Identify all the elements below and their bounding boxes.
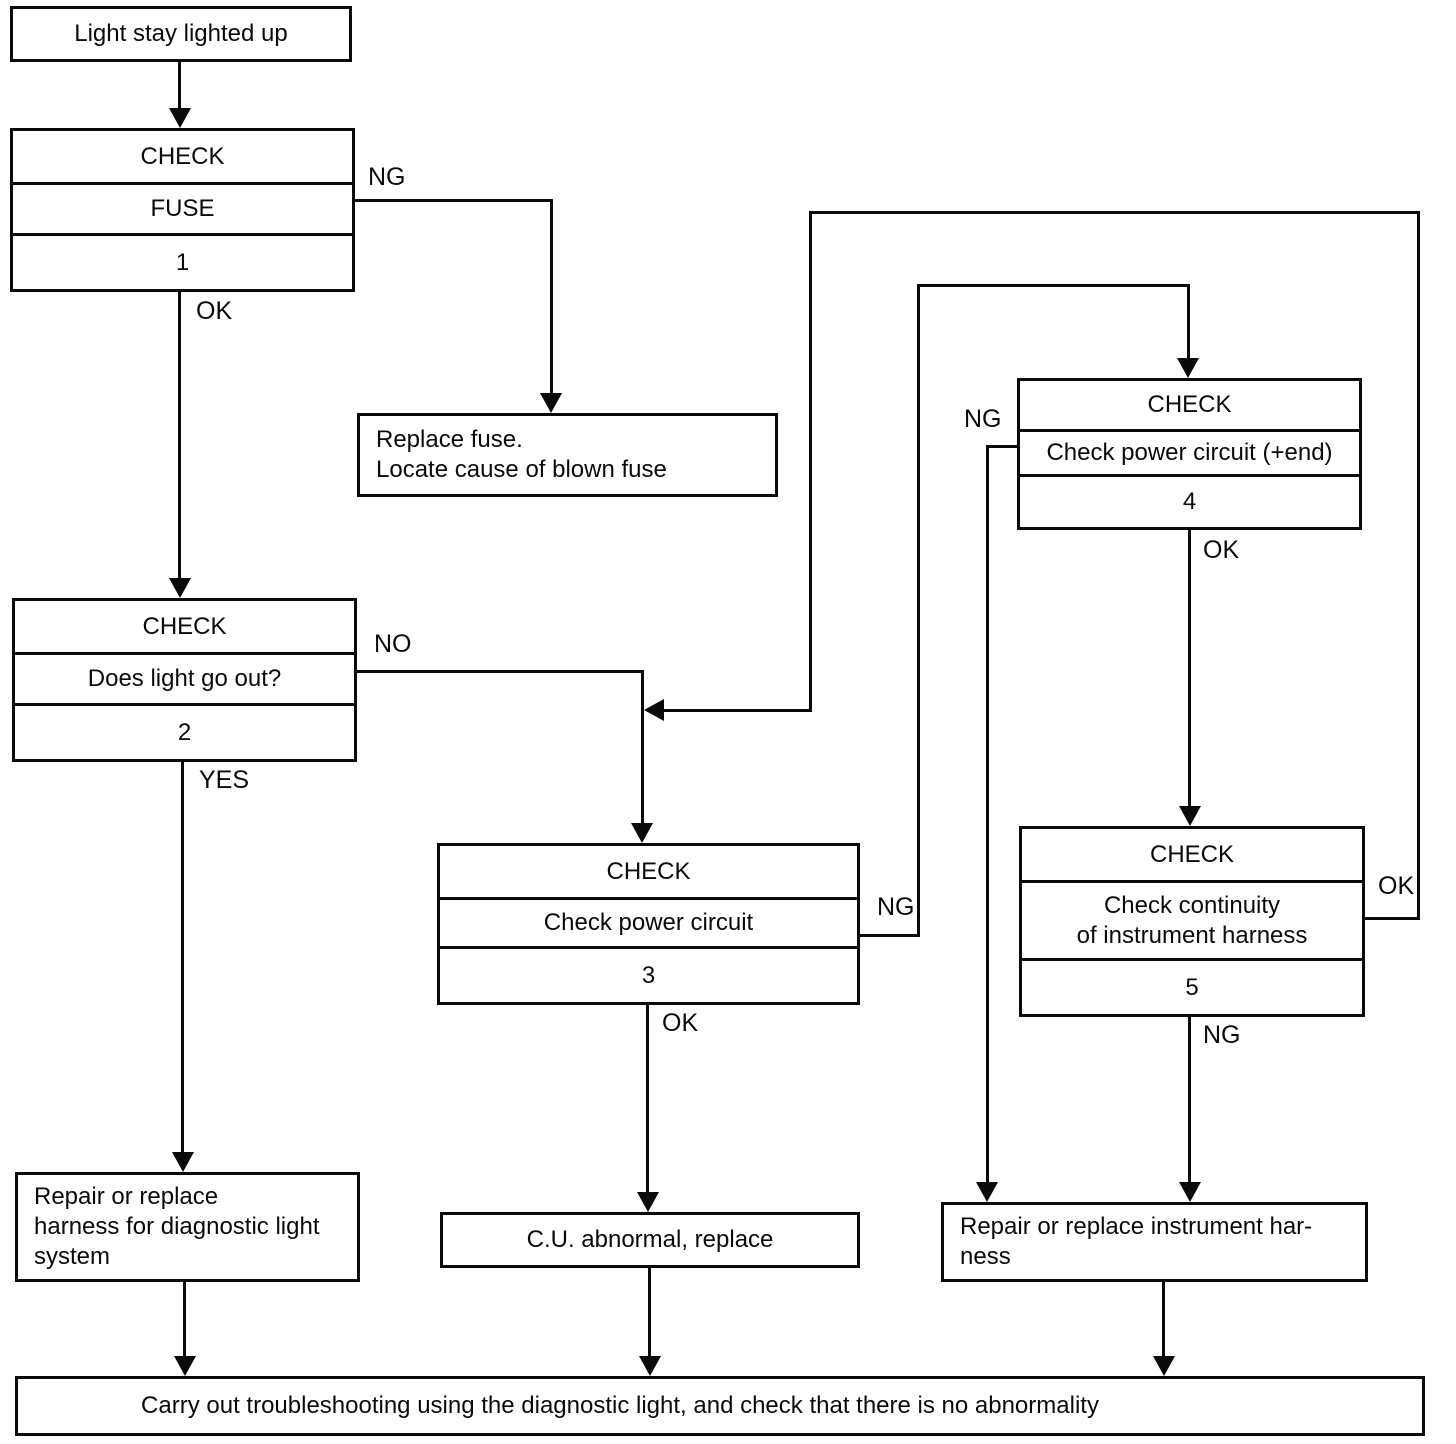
action-line: harness for diagnostic light [34,1213,320,1240]
edge-check1-ng [355,199,553,202]
check-header: CHECK [1022,829,1362,883]
check-header: CHECK [15,601,354,655]
edge-check5-ok [809,211,812,712]
check-body: Does light go out? [15,655,354,706]
check-step-number: 3 [641,961,656,989]
edge-label-check2-yes: YES [197,766,252,795]
edge-check3-ng [917,284,920,937]
arrow-down-icon [1177,358,1199,378]
arrow-down-icon [540,393,562,413]
edge-label-check2-no: NO [372,630,414,659]
edge-check5-ok [1365,917,1420,920]
action-node-replace-fuse: Replace fuse. Locate cause of blown fuse [357,413,778,497]
edge-label-check5-ok: OK [1376,872,1417,901]
edge-label-check4-ok: OK [1201,536,1242,565]
edge-label-check1-ng: NG [366,163,408,192]
check-node-power-circuit-plus-end: CHECK Check power circuit (+end) 4 [1017,378,1362,530]
check-header: CHECK [440,846,857,900]
edge-check2-no [641,670,644,825]
edge-start-to-check1 [178,62,181,112]
arrow-down-icon [637,1192,659,1212]
edge-check1-ok [178,292,181,580]
action-line: ness [960,1243,1011,1270]
edge-check3-ok [646,1005,649,1194]
edge-check5-ng [1188,1017,1191,1184]
arrow-down-icon [976,1182,998,1202]
edge-check4-ng [986,445,989,1184]
arrow-down-icon [169,578,191,598]
start-node: Light stay lighted up [10,6,352,62]
edge-label-check4-ng: NG [962,405,1004,434]
edge-label-check5-ng: NG [1201,1021,1243,1050]
edge-check3-ng [1187,284,1190,360]
edge-check5-ok [1417,211,1420,920]
check-node-power-circuit: CHECK Check power circuit 3 [437,843,860,1005]
action-line: Repair or replace [34,1183,219,1210]
check-body-line: Check continuity [1103,891,1281,919]
check-step-number: 2 [177,718,192,746]
edge-label-check3-ng: NG [875,893,917,922]
edge-cu-abnormal-to-final [648,1268,651,1358]
arrow-down-icon [174,1356,196,1376]
edge-check4-ok [1188,530,1191,808]
arrow-down-icon [1153,1356,1175,1376]
edge-check2-yes [181,762,184,1156]
arrow-down-icon [631,823,653,843]
check-step-number: 4 [1182,488,1197,515]
arrow-down-icon [172,1152,194,1172]
action-line: C.U. abnormal, replace [526,1226,774,1253]
check-body: Check power circuit [440,900,857,949]
edge-check3-ng [917,284,1190,287]
start-node-label: Light stay lighted up [74,20,288,47]
arrow-down-icon [1179,806,1201,826]
arrow-left-icon [644,699,664,721]
check-node-fuse: CHECK FUSE 1 [10,128,355,292]
final-node: Carry out troubleshooting using the diag… [15,1376,1425,1436]
arrow-down-icon [639,1356,661,1376]
check-body: Check continuity of instrument harness [1022,883,1362,961]
arrow-down-icon [1179,1182,1201,1202]
edge-label-check3-ok: OK [660,1009,701,1038]
check-body-line: of instrument harness [1076,921,1308,949]
check-header: CHECK [1020,381,1359,432]
edge-check5-ok [810,211,1420,214]
action-node-repair-instrument-harness: Repair or replace instrument har- ness [941,1202,1368,1282]
check-header: CHECK [13,131,352,185]
arrow-down-icon [169,108,191,128]
edge-repair-instrument-to-final [1162,1282,1165,1358]
action-line: system [34,1243,111,1270]
action-line: Locate cause of blown fuse [376,456,667,483]
action-node-repair-diagnostic-harness: Repair or replace harness for diagnostic… [15,1172,360,1282]
action-line: Replace fuse. [376,426,523,453]
check-body: Check power circuit (+end) [1020,432,1359,477]
check-body: FUSE [13,185,352,236]
edge-check1-ng [550,199,553,395]
edge-check2-no [357,670,644,673]
check-step-number: 5 [1185,973,1199,1001]
check-node-light-go-out: CHECK Does light go out? 2 [12,598,357,762]
check-step-number: 1 [175,248,190,276]
edge-check5-ok [660,709,812,712]
edge-check3-ng [860,934,920,937]
final-node-label: Carry out troubleshooting using the diag… [141,1392,1099,1419]
action-line: Repair or replace instrument har- [960,1213,1313,1240]
edge-repair-diag-to-final [183,1282,186,1358]
edge-check4-ng [986,445,1017,448]
check-node-instrument-harness-continuity: CHECK Check continuity of instrument har… [1019,826,1365,1017]
action-node-cu-abnormal: C.U. abnormal, replace [440,1212,860,1268]
edge-label-check1-ok: OK [194,297,235,326]
